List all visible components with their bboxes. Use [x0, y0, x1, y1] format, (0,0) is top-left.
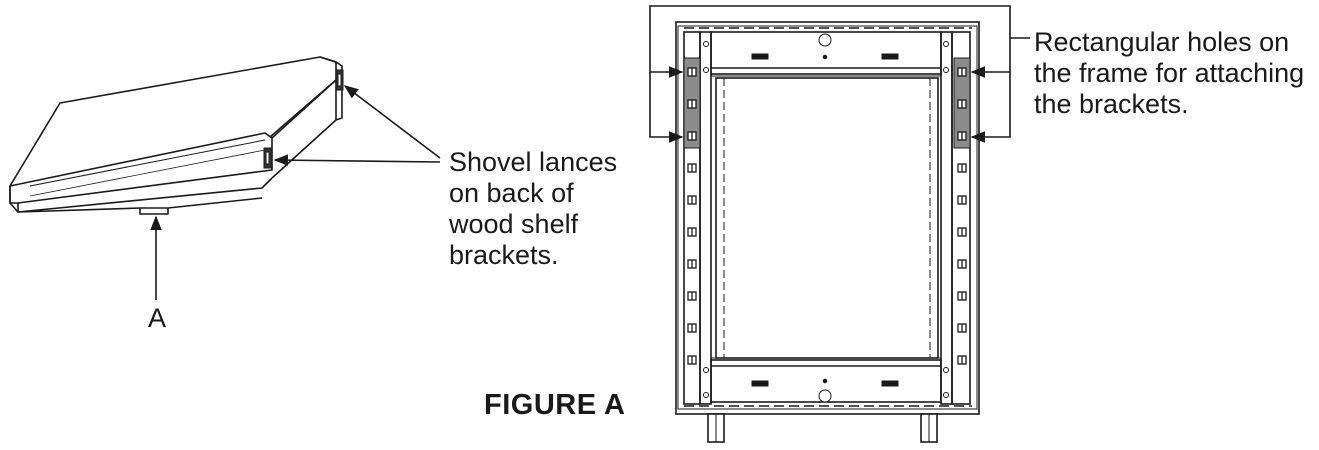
- shelf-callout-line-4: brackets.: [449, 240, 559, 270]
- frame-callout-line-3: the brackets.: [1034, 89, 1189, 119]
- frame-callout-line-1: Rectangular holes on: [1034, 27, 1290, 57]
- frame-drawing: [675, 21, 980, 443]
- shelf-callout-line-3: wood shelf: [449, 209, 579, 239]
- shelf-callout-line-1: Shovel lances: [449, 147, 618, 177]
- crossbar-slots: [703, 33, 949, 403]
- frame-callout-line-2: the frame for attaching: [1034, 58, 1305, 88]
- shelf-callout-line-2: on back of: [449, 178, 574, 208]
- figure-title: FIGURE A: [484, 389, 626, 421]
- label-a: A: [148, 303, 167, 333]
- shelf-callout-text: Shovel lances on back of wood shelf brac…: [449, 147, 617, 271]
- upright-holes: [687, 67, 967, 365]
- frame-leader-lines: [649, 5, 1030, 143]
- shovel-lance-marks: [263, 69, 344, 169]
- shelf-leader-arrows: [150, 85, 441, 300]
- wood-shelf-drawing: [9, 56, 343, 215]
- frame-callout-text: Rectangular holes on the frame for attac…: [1034, 27, 1304, 120]
